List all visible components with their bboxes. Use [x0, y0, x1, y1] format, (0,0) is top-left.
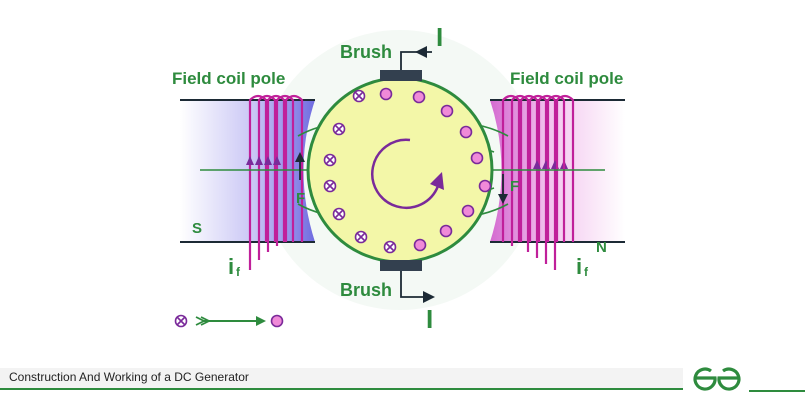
dot-circle-icon	[412, 90, 426, 104]
field-current-left-label: i	[228, 254, 234, 279]
brush-bottom	[380, 260, 422, 271]
field-coil-right-label: Field coil pole	[510, 69, 623, 88]
conductor-legend	[174, 314, 284, 328]
left-coil-arrows	[246, 156, 281, 165]
dc-generator-diagram: Brush I Brush I Field coil pole Field co…	[172, 22, 625, 334]
pole-s-label: S	[192, 220, 202, 237]
footer-caption: Construction And Working of a DC Generat…	[9, 370, 249, 384]
armature-rotor	[306, 76, 494, 264]
arrow-right-icon	[195, 316, 266, 326]
brush-bottom-lead	[400, 271, 435, 303]
conductors-into-page	[323, 89, 397, 254]
left-field-coil	[248, 94, 304, 270]
current-bottom-label: I	[426, 304, 433, 334]
right-field-coil	[501, 94, 557, 270]
force-left-label: F	[296, 190, 305, 207]
current-top-label: I	[436, 22, 443, 52]
rotation-arrow-icon	[371, 138, 444, 210]
dot-circle-icon	[478, 179, 492, 193]
field-current-right: i f	[576, 254, 589, 279]
dot-circle-icon	[439, 224, 453, 238]
cross-circle-icon	[323, 153, 337, 167]
brush-top	[380, 70, 422, 81]
pole-n-label: N	[596, 239, 607, 256]
brush-bottom-label: Brush	[340, 280, 392, 300]
conductors-out-of-page	[379, 87, 492, 252]
cross-circle-icon	[174, 314, 188, 328]
dot-circle-icon	[459, 125, 473, 139]
dot-circle-icon	[470, 151, 484, 165]
dot-circle-icon	[461, 204, 475, 218]
cross-circle-icon	[332, 207, 346, 221]
right-coil-extra	[546, 94, 575, 242]
cross-circle-icon	[352, 89, 366, 103]
field-current-left: i f	[228, 254, 241, 279]
dot-circle-icon	[440, 104, 454, 118]
dot-circle-icon	[270, 314, 284, 328]
geeksforgeeks-logo-icon	[693, 367, 741, 391]
footer: Construction And Working of a DC Generat…	[0, 362, 805, 400]
cross-circle-icon	[354, 230, 368, 244]
brush-top-label: Brush	[340, 42, 392, 62]
field-coil-left-label: Field coil pole	[172, 69, 285, 88]
force-right-arrow	[498, 174, 508, 204]
field-current-left-sub: f	[236, 265, 241, 279]
force-left-arrow	[295, 152, 305, 180]
dot-circle-icon	[379, 87, 393, 101]
cross-circle-icon	[323, 179, 337, 193]
brush-top-lead	[400, 46, 432, 70]
field-current-right-sub: f	[584, 265, 589, 279]
field-current-right-label: i	[576, 254, 582, 279]
cross-circle-icon	[383, 240, 397, 254]
footer-caption-bar: Construction And Working of a DC Generat…	[0, 368, 683, 390]
force-right-label: F	[510, 178, 519, 195]
cross-circle-icon	[332, 122, 346, 136]
dot-circle-icon	[413, 238, 427, 252]
footer-rule	[749, 390, 805, 392]
